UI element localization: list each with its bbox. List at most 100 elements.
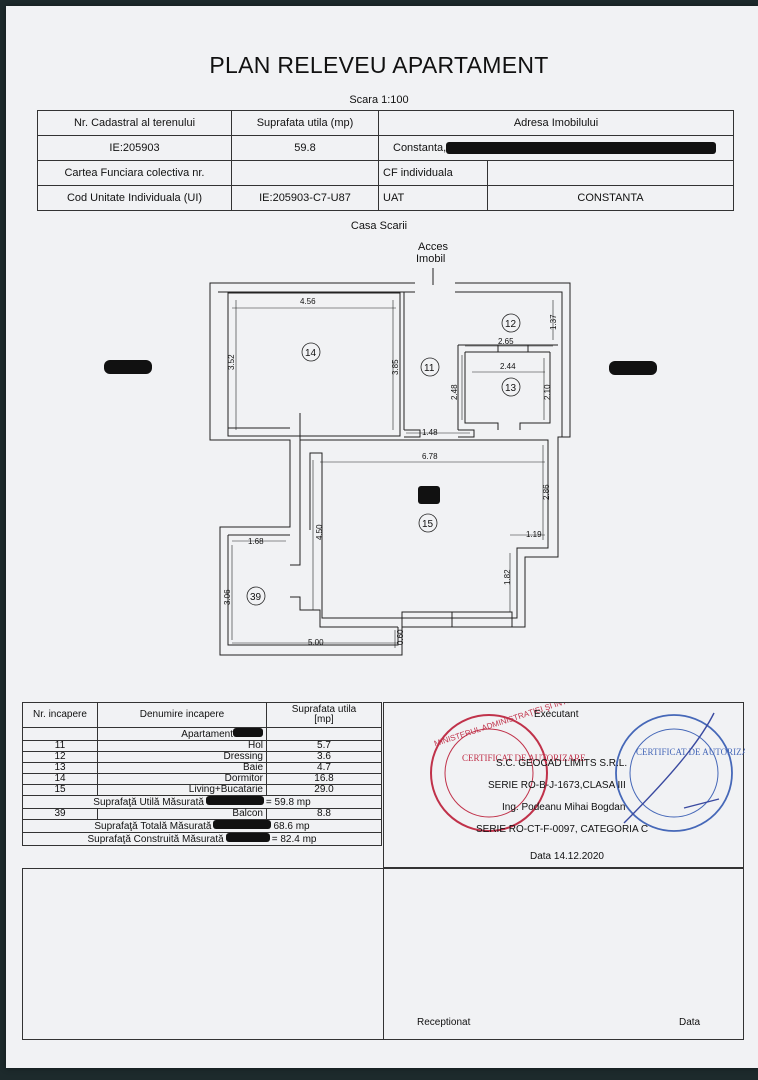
room-surface: 16.8: [266, 773, 382, 785]
col-header-surface-line2: [mp]: [314, 714, 334, 725]
dim-3-85: 3.85: [391, 359, 400, 375]
blue-stamp-ring: [615, 714, 733, 832]
room-name: Living+Bucatarie: [97, 784, 267, 796]
ui-label: Cod Unitate Individuala (UI): [37, 185, 232, 211]
room-surface: 8.8: [266, 808, 382, 820]
total-surface-cell: Suprafaţă Totală Măsurată 68.6 mp: [22, 819, 382, 833]
room-marker-11: 11: [424, 363, 435, 374]
room-marker-13: 13: [505, 383, 517, 394]
dim-2-44: 2.44: [500, 362, 516, 371]
table-row: 13 Baie 4.7: [22, 762, 382, 774]
redaction-mark-right: [609, 361, 657, 375]
col-header-surface: Suprafata utila [mp]: [266, 702, 382, 728]
dim-4-50: 4.50: [315, 524, 324, 540]
surface-label: Suprafata utila (mp): [231, 110, 379, 136]
address-label: Adresa Imobilului: [378, 110, 734, 136]
dim-3-52: 3.52: [227, 354, 236, 370]
access-label-line2: Imobil: [416, 253, 445, 265]
dim-1-82: 1.82: [503, 569, 512, 585]
room-marker-12: 12: [505, 319, 517, 330]
room-surface: 3.6: [266, 751, 382, 763]
useful-surface-label: Suprafaţă Utilă Măsurată: [93, 797, 204, 808]
dim-4-56: 4.56: [300, 297, 316, 306]
room-name: Dressing: [97, 751, 267, 763]
executant-engineer-series: SERIE RO-CT-F-0097, CATEGORIA C: [476, 824, 649, 835]
stamp-overlay: MINISTERUL ADMINISTRAŢIEI ŞI INTERNELOR …: [430, 703, 745, 832]
room-name: Baie: [97, 762, 267, 774]
dim-5-00: 5.00: [308, 638, 324, 647]
access-label-line1: Acces: [418, 241, 448, 253]
cf-individual-value: [487, 160, 734, 186]
stair-label: Casa Scarii: [350, 220, 408, 232]
table-row: 12 Dressing 3.6: [22, 751, 382, 763]
receptionat-label: Receptionat: [417, 1017, 471, 1028]
useful-surface-value: = 59.8 mp: [265, 797, 311, 808]
executant-engineer: Ing. Podeanu Mihai Bogdan: [502, 802, 626, 813]
built-surface-cell: Suprafaţă Construită Măsurată = 82.4 mp: [22, 832, 382, 846]
col-header-nr: Nr. incapere: [22, 702, 98, 728]
dim-2-48: 2.48: [450, 384, 459, 400]
total-surface-label: Suprafaţă Totală Măsurată: [94, 821, 212, 832]
cf-collective-label: Cartea Funciara colectiva nr.: [37, 160, 232, 186]
redaction-mark-left: [104, 360, 152, 374]
room-name: Dormitor: [97, 773, 267, 785]
dim-2-10: 2.10: [543, 384, 552, 400]
apartment-cell: Apartament: [97, 727, 267, 741]
table-row: Apartament: [22, 727, 382, 741]
signature-stroke: [623, 712, 720, 824]
executant-company: S.C. GEOCAD LIMITS S.R.L.: [496, 758, 628, 769]
room-nr: 14: [22, 773, 98, 785]
room-marker-39: 39: [250, 592, 262, 603]
property-info-table: Nr. Cadastral al terenului Suprafata uti…: [37, 110, 734, 211]
col-header-surface-line1: Suprafata utila: [291, 704, 357, 715]
table-row: Suprafaţă Totală Măsurată 68.6 mp: [22, 819, 382, 833]
receptionat-date-label: Data: [679, 1017, 701, 1028]
dim-6-78: 6.78: [422, 452, 438, 461]
reception-divider: [383, 869, 384, 1039]
redaction-mark: [225, 833, 270, 842]
scale-label: Scara 1:100: [349, 94, 409, 106]
uat-value: CONSTANTA: [487, 185, 734, 211]
total-surface-value: 68.6 mp: [273, 821, 310, 832]
cadastral-label: Nr. Cadastral al terenului: [37, 110, 232, 136]
room-nr: 11: [22, 740, 98, 752]
dim-1-19: 1.19: [526, 530, 542, 539]
floor-plan: 4.56 3.52 3.85 1.37 2.65 2.44 2.48 2.10 …: [104, 241, 657, 656]
room-nr: 15: [22, 784, 98, 796]
reception-box: Receptionat Data: [22, 868, 744, 1040]
room-name: Hol: [97, 740, 267, 752]
table-row: Suprafaţă Utilă Măsurată = 59.8 mp: [22, 795, 382, 809]
room-marker-15: 15: [422, 519, 434, 530]
uat-label: UAT: [378, 185, 488, 211]
built-surface-value: = 82.4 mp: [271, 834, 317, 845]
dim-1-68: 1.68: [248, 537, 264, 546]
ui-value: IE:205903-C7-U87: [231, 185, 379, 211]
col-header-name: Denumire incapere: [97, 702, 267, 728]
cf-individual-label: CF individuala: [378, 160, 488, 186]
rooms-table: Nr. incapere Denumire incapere Suprafata…: [22, 702, 382, 846]
redaction-mark: [446, 142, 717, 155]
room-nr: 13: [22, 762, 98, 774]
redaction-mark-center: [418, 486, 440, 504]
executant-company-series: SERIE RO-B-J-1673,CLASA III: [488, 780, 626, 791]
dim-2-86: 2.86: [542, 484, 551, 500]
dim-1-48: 1.48: [422, 428, 438, 437]
page-title: PLAN RELEVEU APARTAMENT: [209, 52, 549, 78]
red-stamp-center-text: CERTIFICAT DE AUTORIZARE: [462, 753, 586, 763]
table-row: 11 Hol 5.7: [22, 740, 382, 752]
built-surface-label: Suprafaţă Construită Măsurată: [87, 834, 224, 845]
table-row: 15 Living+Bucatarie 29.0: [22, 784, 382, 796]
dim-1-37: 1.37: [549, 314, 558, 330]
executant-date: Data 14.12.2020: [530, 851, 604, 862]
red-stamp-ring: [430, 714, 548, 832]
dim-3-06: 3.06: [223, 589, 232, 605]
address-cell: Constanta,: [378, 135, 734, 161]
room-nr: 39: [22, 808, 98, 820]
room-surface: 29.0: [266, 784, 382, 796]
executant-box: MINISTERUL ADMINISTRAŢIEI ŞI INTERNELOR …: [383, 702, 745, 868]
address-value: Constanta,: [393, 141, 447, 154]
table-row: 14 Dormitor 16.8: [22, 773, 382, 785]
dim-0-60: 0.60: [396, 629, 405, 645]
table-row: Suprafaţă Construită Măsurată = 82.4 mp: [22, 832, 382, 846]
room-nr: 12: [22, 751, 98, 763]
